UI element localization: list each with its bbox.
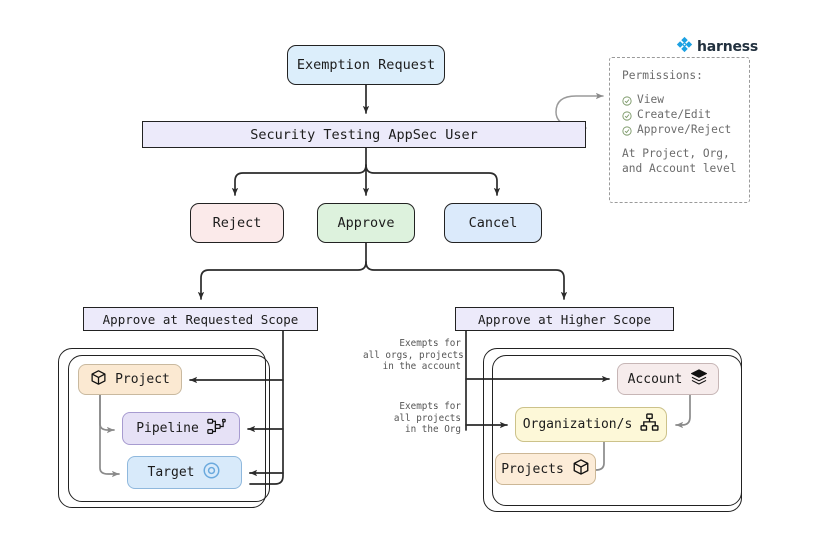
edge-note-account: Exempts for all orgs, projects in the ac… — [363, 338, 464, 373]
node-pipeline[interactable]: Pipeline — [122, 412, 240, 445]
requested-scope-cluster-outer — [58, 348, 266, 508]
node-appsec-user[interactable]: Security Testing AppSec User — [142, 121, 586, 148]
permission-item-create-edit: Create/Edit — [622, 107, 749, 122]
node-target[interactable]: Target — [127, 456, 242, 489]
node-approve[interactable]: Approve — [317, 203, 415, 243]
node-cancel[interactable]: Cancel — [444, 203, 542, 243]
scope-requested-label: Approve at Requested Scope — [102, 311, 299, 327]
edge-account-to-organization — [675, 394, 691, 429]
target-icon — [202, 461, 221, 484]
pipeline-icon — [207, 418, 226, 439]
requested-scope-cluster-inner — [68, 355, 270, 502]
approve-label: Approve — [337, 215, 395, 231]
permissions-panel: Permissions: View Create/Edit Approve/Re… — [609, 57, 750, 203]
permission-item-view: View — [622, 92, 749, 107]
cancel-label: Cancel — [468, 215, 518, 231]
spacer — [622, 83, 749, 92]
check-circle-icon — [622, 110, 632, 121]
permissions-footer-line2: and Account level — [622, 162, 737, 175]
org-chart-icon — [640, 413, 659, 436]
node-approve-higher-scope[interactable]: Approve at Higher Scope — [455, 307, 674, 331]
permission-item-approve-reject: Approve/Reject — [622, 122, 749, 137]
node-approve-requested-scope[interactable]: Approve at Requested Scope — [83, 307, 318, 331]
harness-diamond-icon — [676, 36, 693, 57]
permission-label: Create/Edit — [637, 108, 712, 121]
edge-note-organization: Exempts for all projects in the Org — [393, 401, 461, 436]
cube-icon — [572, 458, 590, 480]
check-circle-icon — [622, 125, 632, 136]
projects-label: Projects — [501, 461, 564, 477]
target-label: Target — [147, 465, 195, 480]
pipeline-label: Pipeline — [136, 421, 199, 436]
cube-icon — [90, 369, 107, 390]
appsec-user-label: Security Testing AppSec User — [250, 126, 478, 143]
permissions-title: Permissions: — [622, 69, 703, 82]
reject-label: Reject — [212, 215, 262, 231]
harness-wordmark: harness — [697, 38, 759, 55]
project-label: Project — [115, 372, 170, 387]
permissions-footer-line1: At Project, Org, — [622, 147, 730, 160]
permission-label: Approve/Reject — [637, 123, 732, 136]
edge-requested-trunk — [249, 330, 284, 485]
exemption-request-label: Exemption Request — [296, 57, 436, 73]
permission-label: View — [637, 93, 664, 106]
node-projects[interactable]: Projects — [495, 453, 596, 485]
edge-approve-to-higher — [365, 261, 568, 300]
harness-logo: harness — [676, 36, 758, 57]
organization-label: Organization/s — [522, 417, 633, 432]
node-exemption-request[interactable]: Exemption Request — [287, 45, 445, 85]
edge-organization-to-projects — [507, 441, 605, 474]
spacer — [622, 137, 749, 146]
node-organization[interactable]: Organization/s — [515, 407, 667, 442]
account-label: Account — [627, 371, 683, 387]
edge-actor-to-reject — [231, 164, 367, 196]
scope-higher-label: Approve at Higher Scope — [477, 311, 652, 327]
check-circle-icon — [622, 95, 632, 106]
edge-project-to-target — [99, 394, 120, 478]
node-account[interactable]: Account — [617, 363, 719, 395]
higher-scope-cluster-inner — [492, 355, 742, 506]
edge-approve-to-requested — [197, 261, 367, 300]
layers-icon — [690, 368, 708, 390]
node-project[interactable]: Project — [78, 364, 182, 395]
edge-actor-to-cancel — [365, 164, 501, 196]
node-reject[interactable]: Reject — [190, 203, 284, 243]
